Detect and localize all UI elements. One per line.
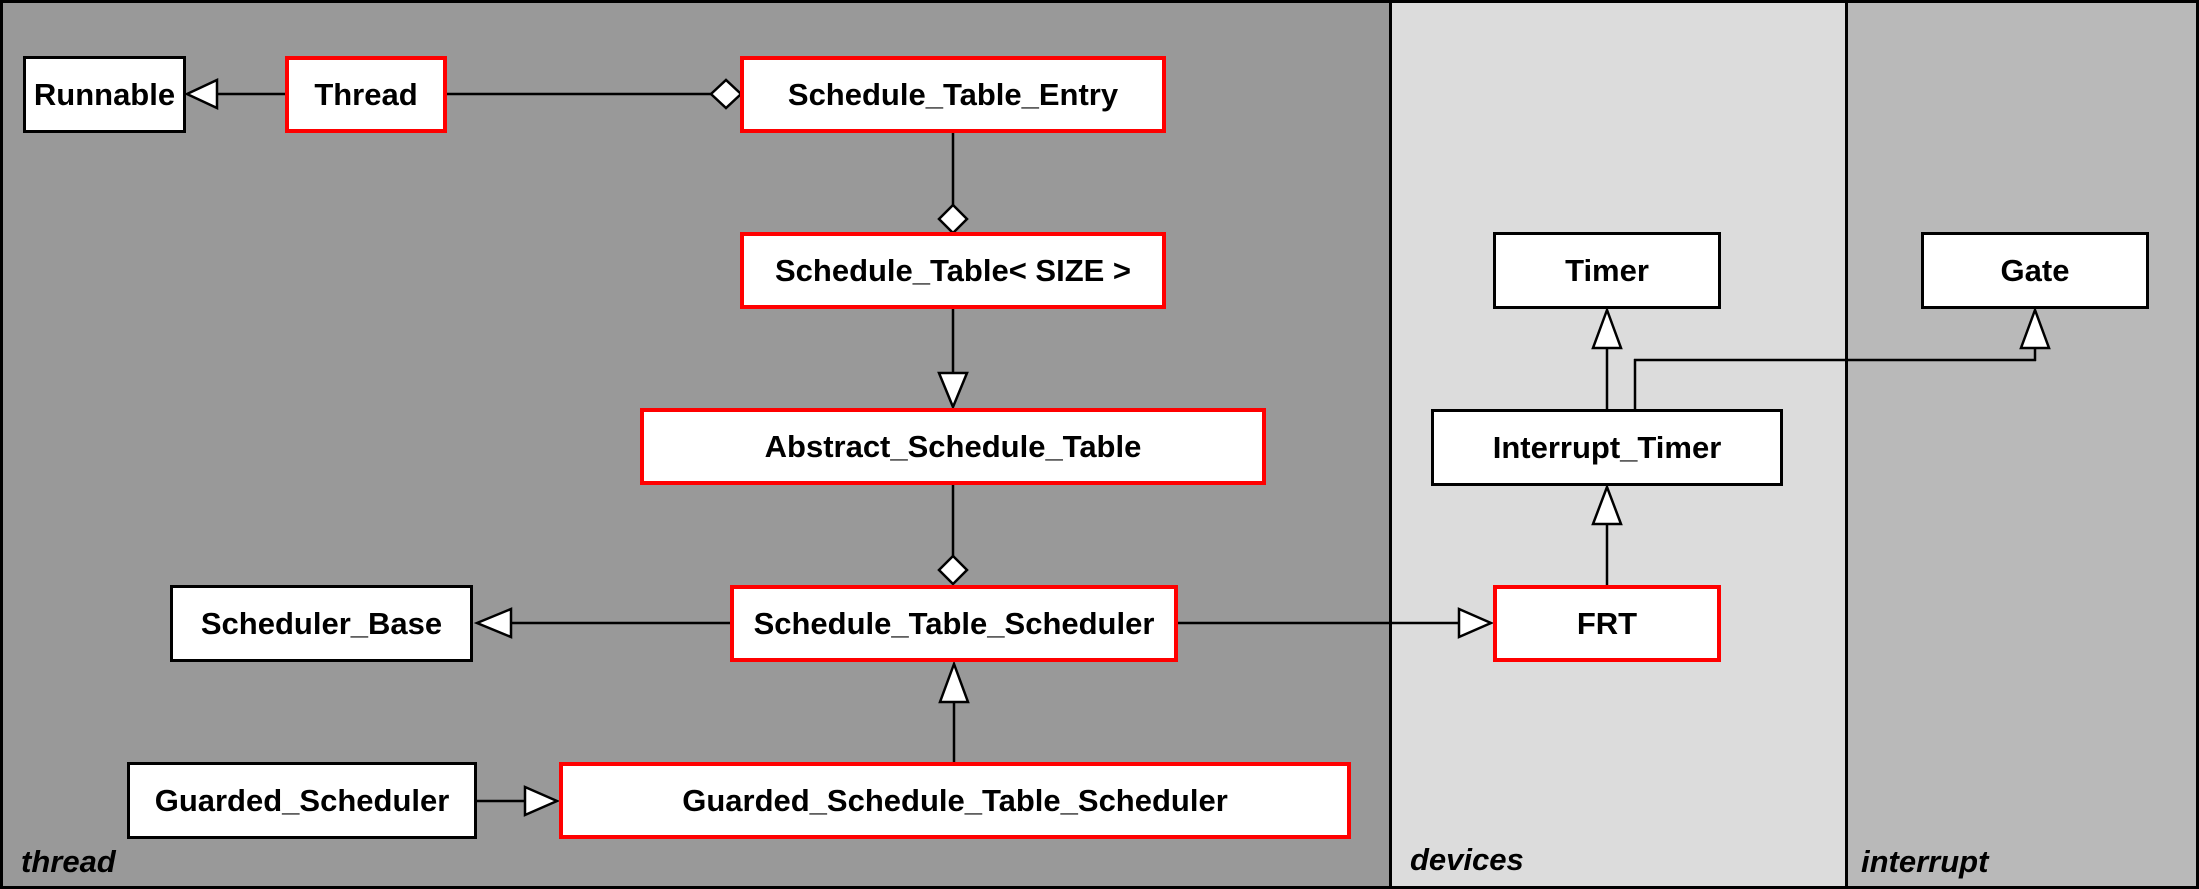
class-box-schedule-table-entry[interactable]: Schedule_Table_Entry (740, 56, 1166, 133)
class-box-thread[interactable]: Thread (285, 56, 447, 133)
class-label-guarded-schedule-table-scheduler: Guarded_Schedule_Table_Scheduler (682, 782, 1228, 818)
region-interrupt (1845, 3, 2196, 886)
class-label-schedule-table-scheduler: Schedule_Table_Scheduler (753, 605, 1155, 641)
class-label-guarded-scheduler: Guarded_Scheduler (154, 782, 450, 818)
class-box-schedule-table-scheduler[interactable]: Schedule_Table_Scheduler (730, 585, 1178, 662)
class-label-runnable: Runnable (33, 76, 176, 112)
class-label-timer: Timer (1565, 252, 1649, 288)
class-box-scheduler-base[interactable]: Scheduler_Base (170, 585, 473, 662)
class-label-interrupt-timer: Interrupt_Timer (1492, 429, 1722, 465)
class-box-interrupt-timer[interactable]: Interrupt_Timer (1431, 409, 1783, 486)
class-label-thread: Thread (314, 76, 418, 112)
class-label-abstract-schedule-table: Abstract_Schedule_Table (764, 428, 1142, 464)
labels-layer: thread devices interrupt (3, 3, 2196, 886)
class-label-gate: Gate (2000, 252, 2070, 288)
region-label-devices: devices (1410, 842, 1524, 877)
class-box-abstract-schedule-table[interactable]: Abstract_Schedule_Table (640, 408, 1266, 485)
class-label-schedule-table-entry: Schedule_Table_Entry (787, 76, 1119, 112)
class-box-schedule-table-size[interactable]: Schedule_Table< SIZE > (740, 232, 1166, 309)
class-box-guarded-scheduler[interactable]: Guarded_Scheduler (127, 762, 477, 839)
class-label-frt: FRT (1576, 605, 1638, 641)
class-label-scheduler-base: Scheduler_Base (200, 605, 443, 641)
class-box-timer[interactable]: Timer (1493, 232, 1721, 309)
class-box-frt[interactable]: FRT (1493, 585, 1721, 662)
class-box-guarded-schedule-table-scheduler[interactable]: Guarded_Schedule_Table_Scheduler (559, 762, 1351, 839)
region-separator (1389, 3, 1392, 886)
class-box-runnable[interactable]: Runnable (23, 56, 186, 133)
region-separator (1845, 3, 1848, 886)
class-box-gate[interactable]: Gate (1921, 232, 2149, 309)
class-label-schedule-table-size: Schedule_Table< SIZE > (774, 252, 1132, 288)
region-label-thread: thread (21, 844, 116, 879)
region-label-interrupt: interrupt (1861, 844, 1989, 879)
